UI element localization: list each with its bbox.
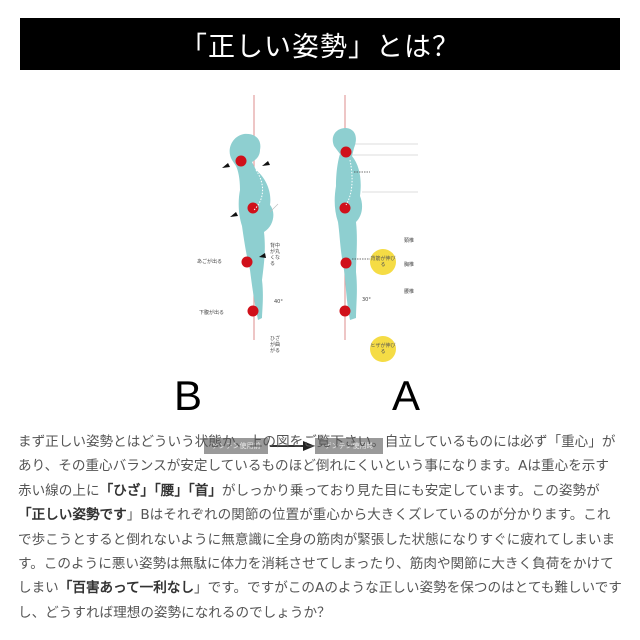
emphasis-joints: 「ひざ」「腰」「首」 [99, 482, 222, 499]
section-title-bar: 「正しい姿勢」とは？ [20, 18, 620, 70]
paragraph-text: 」Bはそれぞれの関節の位置が重心から大きくズレているのが分かります。これで歩こう… [18, 507, 616, 597]
arrow-right-icon [303, 441, 315, 451]
label-lumbar: 腰椎 [404, 289, 415, 295]
section-title: 「正しい姿勢」とは？ [180, 31, 460, 63]
paragraph-text: がしっかり乗っており見た目にも安定しています。この姿勢が [221, 482, 600, 499]
callout-knees-straight: ヒザが伸びる [370, 336, 396, 362]
label-angle-b: 40° [274, 299, 283, 305]
figure-a-body [332, 95, 418, 340]
explanation-paragraph: まず正しい姿勢とはどういう状態か、上の図をご覧下さい。自立しているものには必ず「… [18, 430, 622, 625]
callout-back-straight: 背筋が伸びる [370, 249, 396, 275]
before-use-label: ゲンテン使用前 [204, 438, 268, 454]
emphasis-all-harm: 「百害あって一利なし [58, 580, 195, 597]
label-angle-a: 30° [362, 297, 371, 303]
after-use-label: ゲンテン使用時 [315, 438, 383, 454]
figure-b-body [222, 95, 279, 340]
emphasis-correct-posture: 「正しい姿勢です [18, 507, 127, 524]
paragraph-text: 」です。ですがこのAのような正しい姿勢を保つのはとても難しいですし、どうすれば理… [18, 580, 622, 621]
label-cervical: 頚椎 [404, 238, 415, 244]
label-chin-out: あごが出る [197, 259, 223, 265]
label-back-rounded: 背中が丸くなる [270, 243, 281, 267]
posture-comparison-figure: あごが出る 背中が丸くなる 下腹が出る ひざが曲がる 40° B 頚椎 胸椎 腰… [0, 90, 640, 454]
arrow-line [270, 445, 306, 447]
label-thoracic: 胸椎 [404, 262, 415, 268]
paragraph-text: まず正しい姿勢とはどういう状態か、上の図をご覧下さい。自立しているものには必ず「… [18, 434, 616, 499]
posture-illustration [222, 95, 418, 340]
label-knees-bent: ひざが曲がる [270, 336, 281, 354]
label-belly-out: 下腹が出る [199, 310, 225, 316]
figure-a-letter: A [392, 372, 421, 419]
figure-b-letter: B [174, 372, 203, 419]
